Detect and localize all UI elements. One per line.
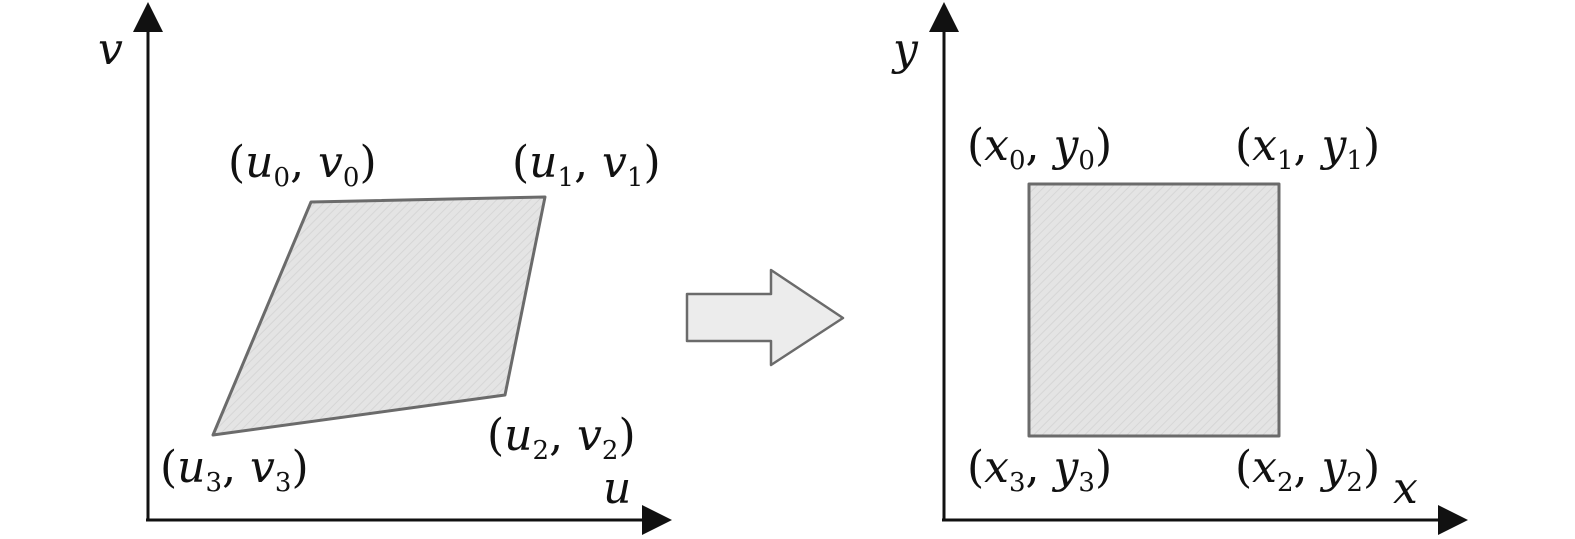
v-axis-arrowhead (133, 2, 163, 32)
corner-label-x1-y1: (x1, y1) (1235, 120, 1380, 176)
source-quadrilateral (211, 195, 547, 437)
corner-label-x0-y0: (x0, y0) (967, 120, 1112, 176)
x-axis-label: x (1393, 463, 1418, 514)
left-panel: v u (u0, v0) (u1, v1) (u2, v2) (u3, v3) (98, 2, 672, 535)
right-panel: y x (x0, y0) (x1, y1) (x2, y2) (x3, y3) (891, 2, 1468, 535)
corner-label-u3-v3: (u3, v3) (160, 442, 309, 498)
corner-label-x2-y2: (x2, y2) (1235, 442, 1380, 498)
u-axis-label: u (603, 463, 631, 514)
y-axis-arrowhead (929, 2, 959, 32)
v-axis-label: v (98, 24, 123, 75)
target-square (1027, 182, 1281, 438)
corner-label-x3-y3: (x3, y3) (967, 442, 1112, 498)
x-axis-arrowhead (1438, 505, 1468, 535)
transform-arrow (685, 268, 845, 367)
corner-label-u1-v1: (u1, v1) (512, 137, 661, 193)
corner-label-u0-v0: (u0, v0) (228, 137, 377, 193)
u-axis-arrowhead (642, 505, 672, 535)
y-axis-label: y (891, 24, 919, 75)
corner-label-u2-v2: (u2, v2) (487, 410, 636, 466)
